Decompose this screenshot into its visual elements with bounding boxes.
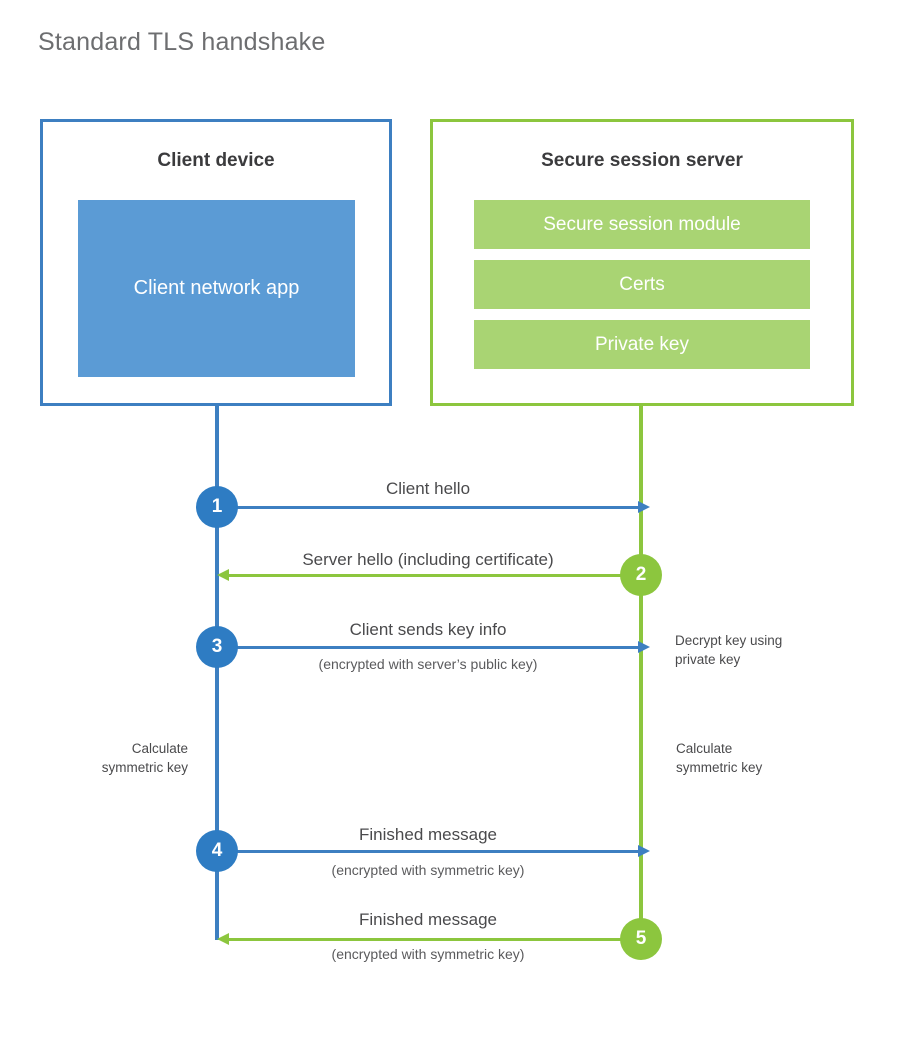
client-lifeline — [215, 406, 219, 940]
client-device-box: Client device Client network app — [40, 119, 392, 406]
arrowhead-left-icon — [217, 569, 229, 581]
arrow-step-1 — [217, 501, 650, 513]
step-marker-1[interactable]: 1 — [196, 486, 238, 528]
arrow-step-4 — [217, 845, 650, 857]
server-module-private-key: Private key — [474, 320, 810, 369]
note-decrypt-key: Decrypt key using private key — [675, 633, 783, 667]
arrow-sublabel-step-4: (encrypted with symmetric key) — [331, 862, 525, 878]
server-module-list: Secure session module Certs Private key — [474, 200, 810, 369]
arrowhead-right-icon — [638, 501, 650, 513]
arrow-label-step-3: Client sends key info — [349, 620, 507, 639]
step-marker-5[interactable]: 5 — [620, 918, 662, 960]
arrow-step-3 — [217, 641, 650, 653]
arrow-sublabel-step-3: (encrypted with server’s public key) — [318, 656, 538, 672]
client-network-app-block: Client network app — [78, 200, 355, 377]
step-marker-2[interactable]: 2 — [620, 554, 662, 596]
arrow-step-5 — [217, 933, 641, 945]
step-marker-3[interactable]: 3 — [196, 626, 238, 668]
server-module-certs: Certs — [474, 260, 810, 309]
arrowhead-right-icon — [638, 845, 650, 857]
secure-session-server-title: Secure session server — [541, 150, 743, 171]
step-marker-4[interactable]: 4 — [196, 830, 238, 872]
server-module-secure-session-module: Secure session module — [474, 200, 810, 249]
page-title: Standard TLS handshake — [38, 28, 326, 56]
secure-session-server-box: Secure session server Secure session mod… — [430, 119, 854, 406]
note-server-calculate-symmetric-key: Calculate symmetric key — [676, 741, 763, 775]
arrow-label-step-5: Finished message — [359, 910, 497, 929]
arrow-label-step-4: Finished message — [359, 825, 497, 844]
arrow-sublabel-step-5: (encrypted with symmetric key) — [331, 946, 525, 962]
arrow-label-step-1: Client hello — [385, 479, 471, 498]
server-lifeline — [639, 406, 643, 939]
arrowhead-right-icon — [638, 641, 650, 653]
client-device-title: Client device — [157, 150, 275, 171]
arrowhead-left-icon — [217, 933, 229, 945]
arrow-label-step-2: Server hello (including certificate) — [302, 550, 554, 569]
arrow-step-2 — [217, 569, 641, 581]
note-client-calculate-symmetric-key: Calculate symmetric key — [101, 741, 188, 775]
